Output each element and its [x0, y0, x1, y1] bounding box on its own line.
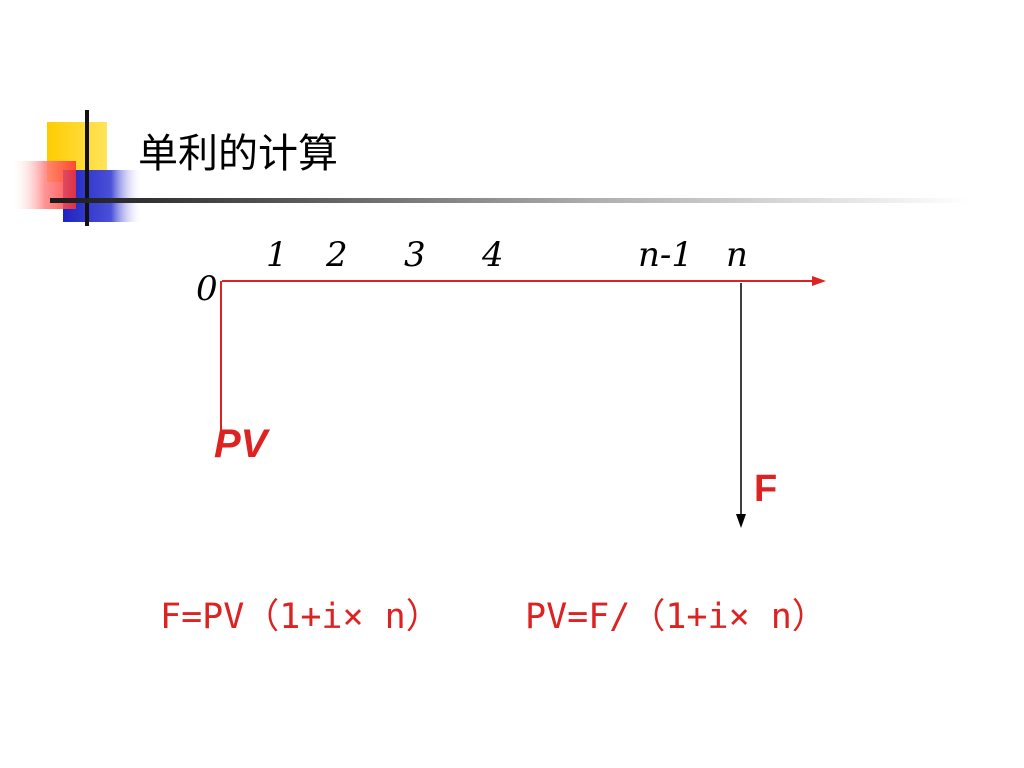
- tick-label-period-n-minus-1: n-1: [638, 235, 694, 275]
- deco-blue-square: [63, 170, 143, 222]
- f-inflow-arrowhead: [736, 514, 746, 528]
- deco-vertical-bar: [85, 110, 89, 226]
- time-axis-arrowhead: [812, 276, 826, 286]
- tick-label-period-4: 4: [482, 235, 504, 275]
- slide-title: 单利的计算: [138, 131, 338, 177]
- future-value-formula: F=PV（1+i× n）: [160, 597, 441, 637]
- present-value-formula: PV=F/（1+i× n）: [525, 597, 827, 637]
- tick-label-origin: 0: [196, 269, 218, 309]
- tick-label-period-2: 2: [326, 235, 348, 275]
- title-underline: [50, 198, 970, 203]
- tick-label-period-3: 3: [404, 235, 426, 275]
- pv-label: PV: [214, 422, 268, 466]
- f-label: F: [754, 468, 778, 510]
- tick-label-period-n: n: [726, 235, 748, 275]
- tick-label-period-1: 1: [266, 235, 288, 275]
